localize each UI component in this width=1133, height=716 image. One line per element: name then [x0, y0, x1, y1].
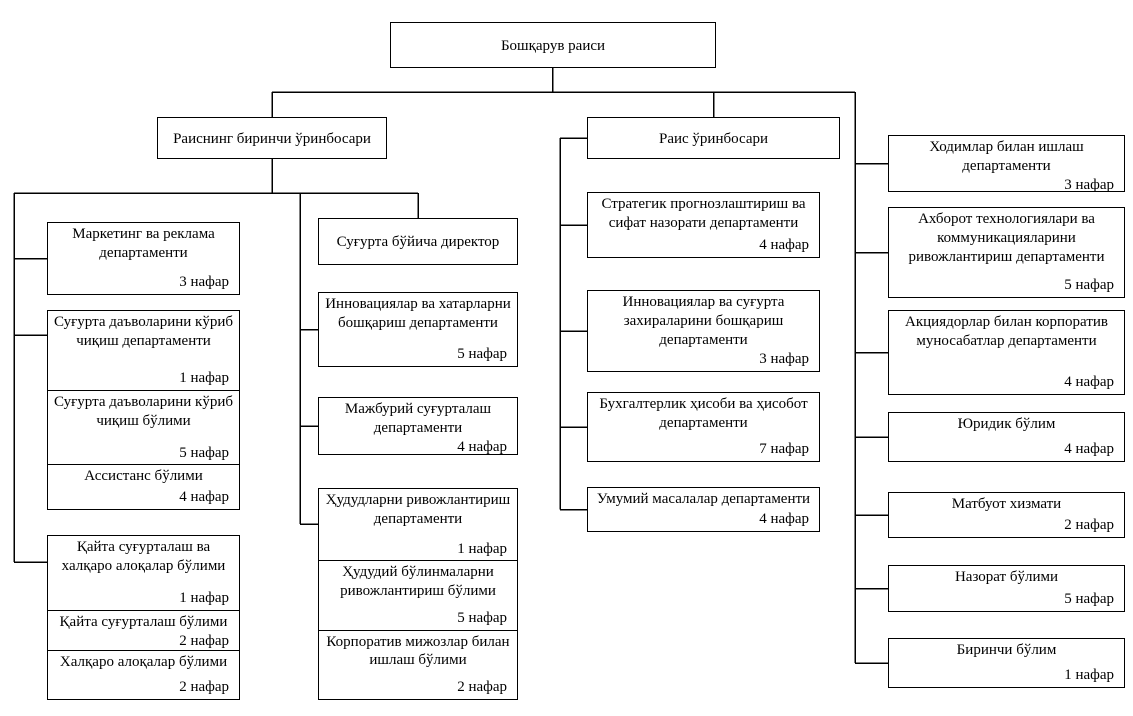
assistance-division-count: 4 нафар	[179, 489, 229, 506]
corporate-clients-division-count: 2 нафар	[457, 679, 507, 696]
regional-units-division-box: Ҳудудий бўлинмаларни ривожлантириш бўлим…	[319, 560, 517, 629]
hr-dept-count: 3 нафар	[1064, 176, 1114, 193]
corporate-clients-division-box: Корпоратив мижозлар билан ишлаш бўлими 2…	[319, 629, 517, 699]
marketing-dept-title: Маркетинг ва реклама департаменти	[72, 226, 215, 261]
claims-review-stack: Суғурта даъволарини кўриб чиқиш департам…	[47, 310, 240, 510]
legal-division-box: Юридик бўлим 4 нафар	[888, 412, 1125, 462]
claims-review-dept-box: Суғурта даъволарини кўриб чиқиш департам…	[48, 311, 239, 390]
press-service-count: 2 нафар	[1064, 517, 1114, 534]
chairman-title: Бошқарув раиси	[500, 37, 606, 54]
legal-division-count: 4 нафар	[1064, 441, 1114, 458]
shareholders-relations-dept-count: 4 нафар	[1064, 374, 1114, 391]
it-communications-dept-count: 5 нафар	[1064, 277, 1114, 294]
claims-review-division-count: 5 нафар	[179, 444, 229, 461]
general-affairs-dept-count: 4 нафар	[759, 511, 809, 528]
innovation-reserves-dept-box: Инновациялар ва суғурта захираларини бош…	[587, 290, 820, 372]
first-deputy-box: Раиснинг биринчи ўринбосари	[157, 117, 387, 159]
regional-units-division-count: 5 нафар	[457, 609, 507, 626]
general-affairs-dept-title: Умумий масалалар департаменти	[596, 491, 811, 507]
international-relations-count: 2 нафар	[179, 679, 229, 696]
hr-dept-title: Ходимлар билан ишлаш департаменти	[929, 139, 1084, 174]
claims-review-dept-count: 1 нафар	[179, 370, 229, 387]
first-division-count: 1 нафар	[1064, 667, 1114, 684]
chairman-box: Бошқарув раиси	[390, 22, 716, 68]
compulsory-insurance-dept-title: Мажбурий суғурталаш департаменти	[344, 401, 492, 436]
strategic-forecasting-dept-count: 4 нафар	[759, 237, 809, 254]
it-communications-dept-box: Ахборот технологиялари ва коммуникацияла…	[888, 207, 1125, 298]
reinsurance-division-count: 2 нафар	[179, 632, 229, 649]
reinsurance-division-box: Қайта суғурталаш бўлими 2 нафар	[48, 610, 239, 650]
reinsurance-international-box: Қайта суғурталаш ва халқаро алоқалар бўл…	[48, 536, 239, 610]
legal-division-title: Юридик бўлим	[957, 416, 1056, 432]
insurance-director-box: Суғурта бўйича директор	[318, 218, 518, 265]
reinsurance-international-title: Қайта суғурталаш ва халқаро алоқалар бўл…	[61, 539, 226, 574]
first-division-box: Биринчи бўлим 1 нафар	[888, 638, 1125, 688]
innovation-reserves-dept-count: 3 нафар	[759, 351, 809, 368]
compulsory-insurance-dept-count: 4 нафар	[457, 438, 507, 455]
innovation-risk-dept-title: Инновациялар ва хатарларни бошқариш депа…	[325, 296, 511, 331]
international-relations-box: Халқаро алоқалар бўлими 2 нафар	[48, 649, 239, 699]
regional-units-division-title: Ҳудудий бўлинмаларни ривожлантириш бўлим…	[340, 564, 496, 600]
control-division-box: Назорат бўлими 5 нафар	[888, 565, 1125, 612]
accounting-dept-box: Бухгалтерлик ҳисоби ва ҳисобот департаме…	[587, 392, 820, 462]
strategic-forecasting-dept-box: Стратегик прогнозлаштириш ва сифат назор…	[587, 192, 820, 258]
press-service-box: Матбуот хизмати 2 нафар	[888, 492, 1125, 538]
it-communications-dept-title: Ахборот технологиялари ва коммуникацияла…	[908, 211, 1105, 265]
accounting-dept-title: Бухгалтерлик ҳисоби ва ҳисобот департаме…	[599, 396, 808, 431]
strategic-forecasting-dept-title: Стратегик прогнозлаштириш ва сифат назор…	[601, 196, 806, 231]
reinsurance-international-count: 1 нафар	[179, 590, 229, 607]
innovation-reserves-dept-title: Инновациялар ва суғурта захираларини бош…	[622, 294, 785, 348]
innovation-risk-dept-box: Инновациялар ва хатарларни бошқариш депа…	[318, 292, 518, 367]
vice-chairman-box: Раис ўринбосари	[587, 117, 840, 159]
hr-dept-box: Ходимлар билан ишлаш департаменти 3 нафа…	[888, 135, 1125, 193]
insurance-director-title: Суғурта бўйича директор	[336, 234, 500, 251]
general-affairs-dept-box: Умумий масалалар департаменти 4 нафар	[587, 487, 820, 532]
marketing-dept-box: Маркетинг ва реклама департаменти 3 нафа…	[47, 222, 240, 295]
claims-review-division-title: Суғурта даъволарини кўриб чиқиш бўлими	[54, 394, 233, 429]
claims-review-division-box: Суғурта даъволарини кўриб чиқиш бўлими 5…	[48, 390, 239, 464]
regional-development-stack: Ҳудудларни ривожлантириш департаменти 1 …	[318, 488, 518, 700]
international-relations-title: Халқаро алоқалар бўлими	[59, 653, 228, 670]
control-division-count: 5 нафар	[1064, 591, 1114, 608]
regional-development-dept-title: Ҳудудларни ривожлантириш департаменти	[325, 492, 511, 527]
accounting-dept-count: 7 нафар	[759, 441, 809, 458]
assistance-division-title: Ассистанс бўлими	[84, 468, 203, 485]
press-service-title: Матбуот хизмати	[951, 496, 1062, 512]
marketing-dept-count: 3 нафар	[179, 274, 229, 291]
reinsurance-stack: Қайта суғурталаш ва халқаро алоқалар бўл…	[47, 535, 240, 700]
compulsory-insurance-dept-box: Мажбурий суғурталаш департаменти 4 нафар	[318, 397, 518, 455]
regional-development-dept-box: Ҳудудларни ривожлантириш департаменти 1 …	[319, 489, 517, 560]
reinsurance-division-title: Қайта суғурталаш бўлими	[59, 614, 228, 631]
vice-chairman-title: Раис ўринбосари	[658, 130, 769, 147]
assistance-division-box: Ассистанс бўлими 4 нафар	[48, 464, 239, 509]
first-deputy-title: Раиснинг биринчи ўринбосари	[173, 130, 371, 147]
claims-review-dept-title: Суғурта даъволарини кўриб чиқиш департам…	[54, 314, 233, 349]
shareholders-relations-dept-box: Акциядорлар билан корпоратив муносабатла…	[888, 310, 1125, 395]
control-division-title: Назорат бўлими	[954, 569, 1059, 585]
first-division-title: Биринчи бўлим	[956, 642, 1057, 658]
regional-development-dept-count: 1 нафар	[457, 540, 507, 557]
innovation-risk-dept-count: 5 нафар	[457, 346, 507, 363]
shareholders-relations-dept-title: Акциядорлар билан корпоратив муносабатла…	[905, 314, 1108, 349]
corporate-clients-division-title: Корпоратив мижозлар билан ишлаш бўлими	[326, 633, 510, 669]
